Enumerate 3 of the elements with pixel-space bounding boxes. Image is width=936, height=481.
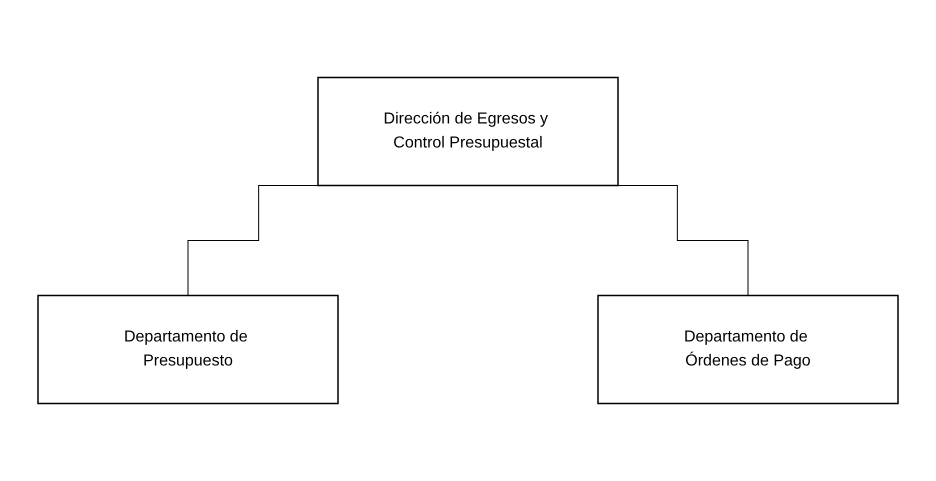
node-box: Dirección de Egresos y Control Presupuestal	[317, 76, 619, 186]
node-box: Departamento de Presupuesto	[37, 294, 339, 404]
node-box: Departamento de Órdenes de Pago	[597, 294, 899, 404]
